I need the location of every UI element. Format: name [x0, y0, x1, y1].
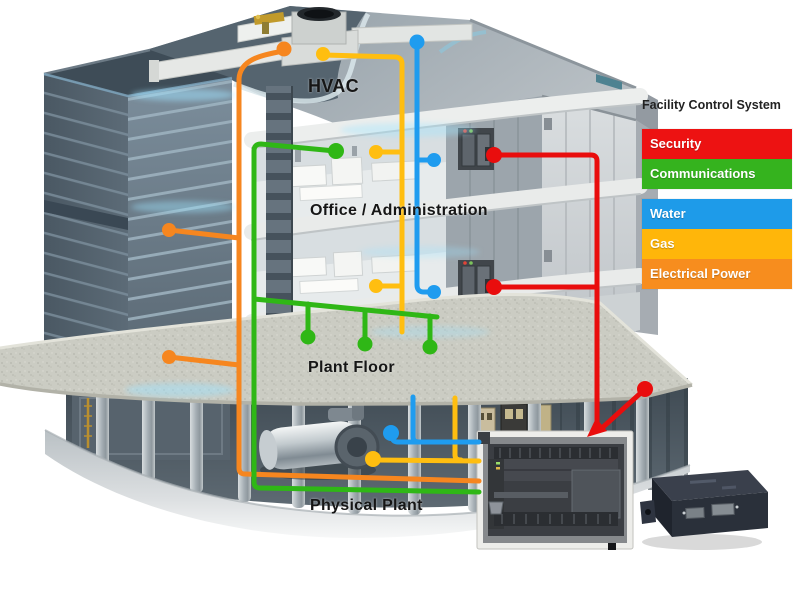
legend-item-water: Water	[642, 199, 792, 229]
communications-line	[251, 141, 482, 495]
plant-floor-label: Plant Floor	[308, 359, 395, 376]
boiler-unit	[259, 402, 380, 480]
db9-connector	[488, 501, 504, 515]
legend-item-electrical-power: Electrical Power	[642, 259, 792, 289]
legend-group-utilities: Water Gas Electrical Power	[642, 199, 792, 289]
plc-controller-image	[476, 430, 634, 550]
legend-group-building-systems: Security Communications	[642, 129, 792, 189]
security-arrowhead	[587, 418, 607, 437]
rooftop-gas-valve	[253, 11, 285, 34]
legend-title: Facility Control System	[642, 98, 781, 112]
legend-item-communications: Communications	[642, 159, 792, 189]
legend-item-security: Security	[642, 129, 792, 159]
gas-line	[316, 47, 482, 467]
hvac-label: HVAC	[308, 76, 359, 96]
legend-item-gas: Gas	[642, 229, 792, 259]
serial-ports	[682, 502, 739, 519]
rooftop-hvac-unit	[149, 7, 473, 82]
gateway-device-image	[640, 470, 768, 550]
office-administration-label: Office / Administration	[310, 202, 488, 219]
left-tower	[43, 48, 233, 400]
office-cubicles-1	[282, 146, 419, 202]
physical-plant-label: Physical Plant	[310, 497, 423, 514]
concrete-slab	[0, 292, 693, 406]
security-line	[486, 147, 653, 437]
water-line	[383, 34, 482, 445]
legend: Facility Control System Security Communi…	[642, 98, 792, 299]
electrical-power-line	[162, 41, 482, 484]
